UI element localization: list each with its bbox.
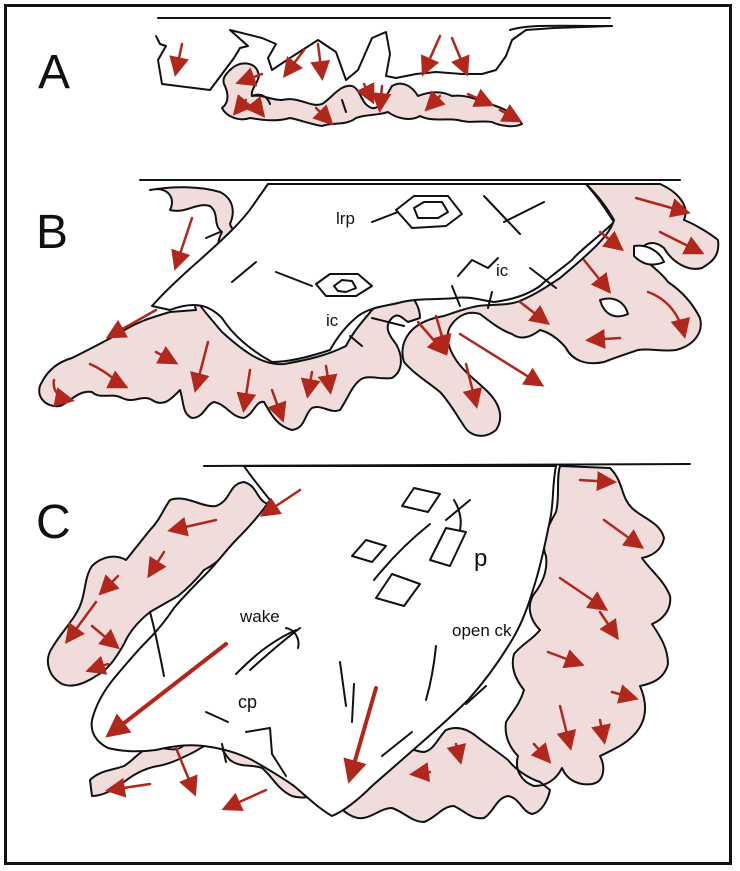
panel-b-label-ic-left: ic [326, 311, 339, 330]
panel-a-letter: A [38, 46, 70, 99]
panel-c-label-p: p [474, 545, 487, 572]
panel-c-label-wake: wake [239, 607, 280, 626]
panel-b-label-ic-right: ic [496, 261, 509, 280]
panel-c-label-cp: cp [238, 692, 257, 712]
panel-a-arrow [318, 44, 322, 76]
panel-a-melt-region [222, 63, 522, 126]
panel-a-arrow [176, 44, 182, 72]
panel-c-label-open-ck: open ck [452, 621, 512, 640]
panel-b-lrp-inner [414, 202, 448, 218]
panel-b-arrow [176, 218, 192, 266]
panel-c-letter: C [36, 496, 71, 549]
panel-b-letter: B [36, 206, 68, 259]
panel-b: B lrp ic ic [36, 180, 718, 436]
panel-a-arrow [364, 84, 372, 100]
panel-a: A [38, 18, 612, 126]
panel-a-arrow [452, 38, 466, 72]
panel-c-arrow [226, 790, 266, 808]
panel-b-crack [206, 232, 220, 238]
panel-c: C p wake open ck cp [36, 464, 690, 822]
panel-a-arrow [424, 36, 440, 72]
panel-b-label-lrp: lrp [336, 209, 355, 228]
